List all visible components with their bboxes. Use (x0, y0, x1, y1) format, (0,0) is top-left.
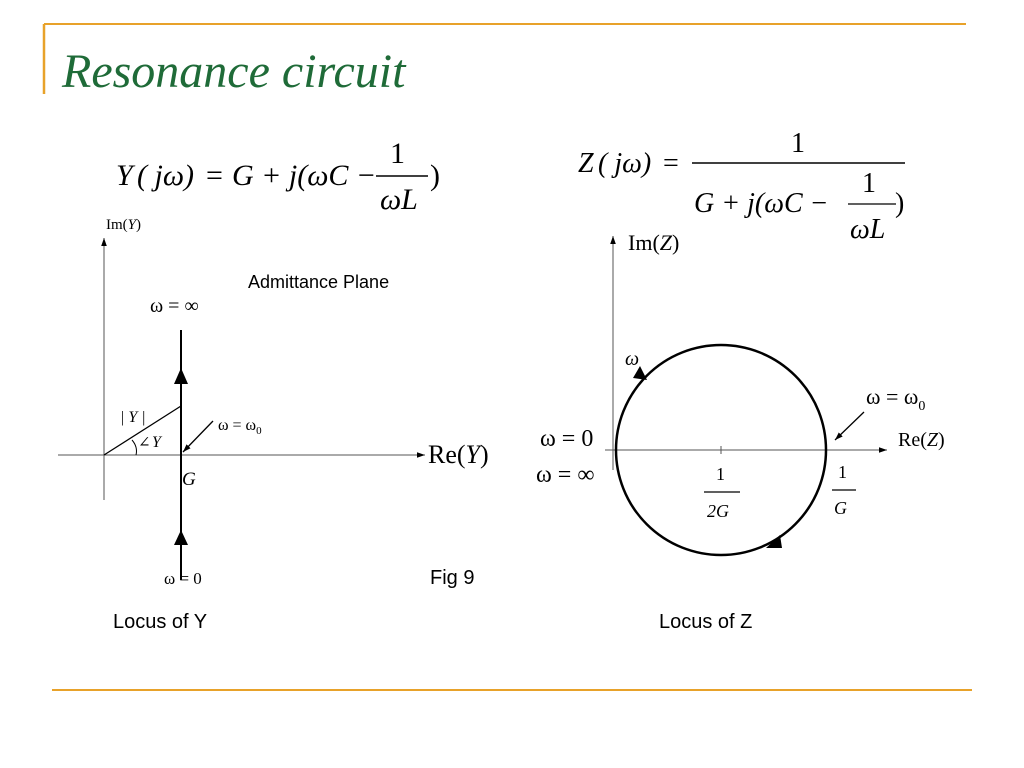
y-resonance-pointer (182, 420, 214, 453)
eq-y-frac-den: ωL (380, 183, 418, 216)
y-resonance-label: ω = ω0 (218, 417, 262, 437)
equation-y: Y ( jω) = G + j(ωC − 1 ωL ) (116, 137, 440, 216)
eq-y-frac-num: 1 (390, 137, 405, 170)
admittance-plane-label: Admittance Plane (248, 272, 389, 292)
caption-locus-z: Locus of Z (659, 611, 752, 633)
y-omega-zero-label: ω = 0 (164, 569, 202, 588)
z-omega-label: ω (625, 348, 639, 370)
eq-z-lhs-fn: Z (578, 148, 594, 179)
y-angle-var: Y (152, 434, 163, 451)
figure-label: Fig 9 (430, 567, 474, 589)
im-y-axis-label: Im(Y) (106, 217, 141, 233)
slide-title: Resonance circuit (62, 45, 406, 98)
z-resonance-label: ω = ω0 (866, 384, 925, 414)
eq-y-equals: = (206, 159, 223, 192)
eq-z-close: ) (895, 188, 904, 219)
eq-y-body: G + j(ωC − (232, 159, 376, 192)
eq-y-lhs-arg: ( jω) (137, 159, 194, 192)
eq-z-equals: = (663, 148, 679, 179)
impedance-plane: Im(Z) Re(Z) ω ω = ω0 ω = 0 ω = ∞ 1 2G 1 … (536, 230, 945, 557)
y-magnitude-label: | Y | (120, 409, 146, 426)
y-angle-symbol: ∠ (138, 435, 151, 451)
z-omega-inf-label: ω = ∞ (536, 462, 594, 488)
caption-locus-y: Locus of Y (113, 611, 207, 633)
y-locus-arrow-low (174, 530, 188, 545)
eq-z-num: 1 (791, 128, 805, 159)
im-z-axis-label: Im(Z) (628, 230, 679, 255)
re-z-axis-label: Re(Z) (898, 429, 945, 451)
y-magnitude-vector (103, 405, 182, 456)
z-half-den: 2G (707, 501, 729, 521)
z-locus-arrow-lower (766, 535, 782, 548)
z-resonance-pointer (834, 411, 865, 441)
z-omega-zero-label: ω = 0 (540, 426, 593, 452)
y-g-label: G (182, 469, 196, 490)
z-half-num: 1 (716, 464, 725, 484)
re-y-axis-label: Re(Y) (428, 440, 489, 469)
eq-z-frac-num: 1 (862, 168, 876, 199)
eq-y-close: ) (430, 159, 440, 192)
eq-z-den-body: G + j(ωC − (694, 188, 829, 219)
y-angle-arc (131, 439, 137, 456)
accent-frame (42, 23, 972, 691)
y-omega-inf-label: ω = ∞ (150, 295, 199, 317)
y-locus-arrow-up (174, 368, 188, 384)
z-locus-circle (614, 343, 828, 557)
z-full-num: 1 (838, 462, 847, 482)
eq-y-lhs-fn: Y (116, 159, 136, 192)
admittance-plane: Im(Y) Re(Y) Admittance Plane | Y | ∠ Y ω… (58, 217, 489, 588)
equation-z: Z ( jω) = 1 G + j(ωC − 1 ωL ) (578, 128, 905, 245)
eq-z-lhs-arg: ( jω) (598, 148, 651, 179)
z-locus-arrow-upper (633, 366, 647, 380)
z-full-den: G (834, 498, 847, 518)
eq-z-frac-den: ωL (850, 214, 885, 245)
